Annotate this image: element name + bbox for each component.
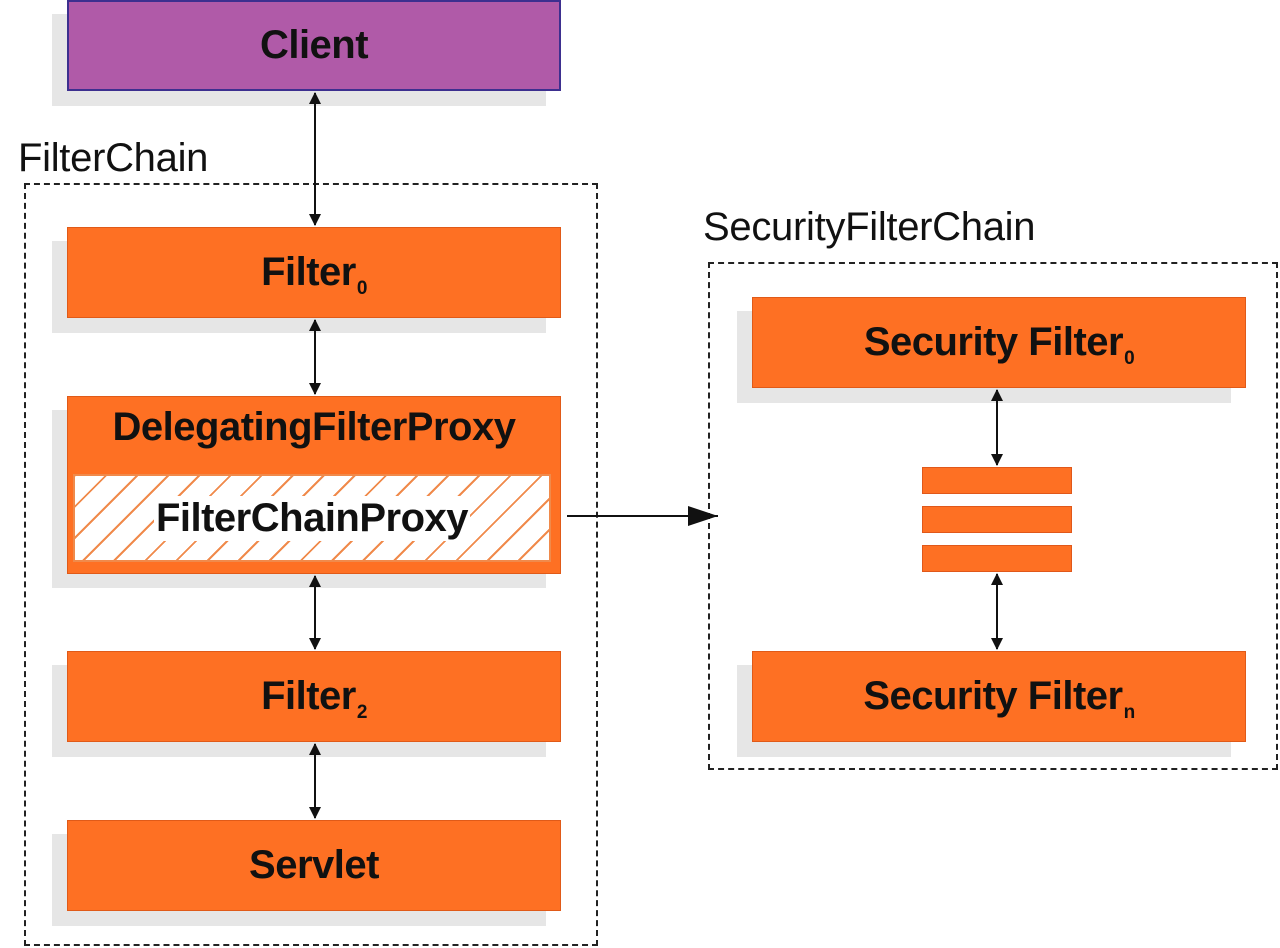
filter2-label: Filter	[261, 674, 356, 718]
filter-stack-bar-3	[922, 545, 1072, 572]
security-filter0-label: Security Filter	[863, 320, 1124, 364]
servlet-label: Servlet	[249, 843, 379, 887]
servlet-box: Servlet	[67, 820, 561, 911]
security-filtern-subscript: n	[1123, 701, 1136, 723]
delegating-filter-proxy-label: DelegatingFilterProxy	[112, 405, 516, 449]
filter-chain-proxy-label: FilterChainProxy	[153, 495, 471, 541]
security-filter0-subscript: 0	[1124, 347, 1135, 369]
filter-stack-bar-2	[922, 506, 1072, 533]
filter0-label: Filter	[261, 250, 356, 294]
client-box: Client	[67, 0, 561, 91]
security-filter-chain-label: SecurityFilterChain	[703, 205, 1036, 249]
filter2-subscript: 2	[356, 701, 368, 723]
filter-chain-label: FilterChain	[18, 136, 209, 180]
filter-chain-proxy-box: FilterChainProxy	[73, 474, 551, 562]
filter0-subscript: 0	[356, 277, 368, 299]
security-filtern-label: Security Filter	[863, 674, 1123, 718]
filter-stack-bar-1	[922, 467, 1072, 494]
client-label: Client	[259, 23, 369, 67]
